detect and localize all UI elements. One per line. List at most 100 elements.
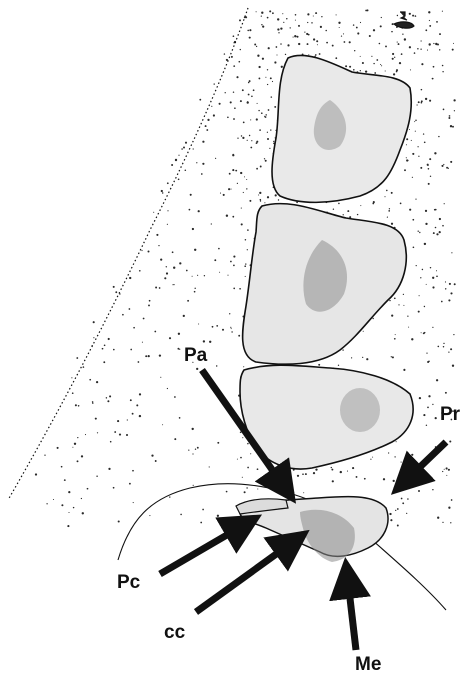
stipple-dot [445, 392, 447, 394]
stipple-dot [261, 12, 263, 14]
stipple-dot [404, 38, 406, 40]
stipple-dot [132, 470, 134, 472]
stipple-dot [444, 203, 445, 204]
stipple-dot [296, 36, 298, 38]
stipple-dot [277, 18, 279, 20]
stipple-dot [233, 288, 235, 290]
stipple-dot [197, 447, 199, 449]
stipple-dot [320, 26, 322, 28]
stipple-dot [448, 299, 450, 301]
stipple-dot [427, 407, 429, 409]
stipple-dot [77, 437, 78, 438]
stipple-dot [194, 291, 196, 293]
stipple-dot [370, 459, 371, 460]
stipple-dot [305, 473, 307, 475]
label-pr: Pr [440, 404, 461, 425]
stipple-dot [267, 69, 268, 70]
stipple-dot [193, 148, 194, 149]
stipple-dot [381, 17, 382, 18]
stipple-dot [71, 377, 72, 378]
stipple-dot [261, 16, 262, 17]
stipple-dot [205, 125, 207, 127]
stipple-dot [169, 496, 170, 497]
stipple-dot [423, 133, 424, 134]
stipple-dot [256, 118, 258, 120]
stipple-dot [267, 138, 269, 140]
stipple-dot [442, 71, 443, 72]
stipple-dot [180, 514, 182, 516]
stipple-dot [211, 106, 212, 107]
stipple-dot [273, 141, 274, 142]
stipple-dot [308, 54, 309, 55]
stipple-dot [143, 318, 145, 320]
stipple-dot [417, 146, 418, 147]
stipple-dot [443, 343, 444, 344]
stipple-dot [181, 148, 183, 150]
stipple-dot [436, 379, 438, 381]
stipple-dot [343, 214, 344, 215]
label-me: Me [355, 654, 381, 675]
stipple-dot [406, 138, 408, 140]
stipple-dot [230, 327, 231, 328]
stipple-dot [341, 36, 342, 37]
stipple-dot [407, 316, 408, 317]
stipple-dot [409, 13, 411, 15]
stipple-dot [298, 43, 300, 45]
stipple-dot [223, 194, 225, 196]
stipple-dot [267, 84, 268, 85]
stipple-dot [282, 13, 283, 14]
stipple-dot [352, 467, 354, 469]
stipple-dot [35, 473, 37, 475]
stipple-dot [233, 35, 235, 37]
stipple-dot [393, 73, 395, 75]
stipple-dot [57, 447, 59, 449]
stipple-dot [277, 28, 279, 30]
stipple-dot [412, 177, 413, 178]
stipple-dot [435, 417, 437, 419]
stipple-dot [439, 33, 441, 35]
stipple-dot [308, 34, 310, 36]
stipple-dot [416, 104, 417, 105]
stipple-dot [260, 200, 261, 201]
stipple-dot [401, 53, 403, 55]
stipple-dot [234, 107, 236, 109]
stipple-dot [379, 43, 381, 45]
stipple-dot [302, 473, 304, 475]
stipple-dot [132, 413, 134, 415]
stipple-dot [169, 337, 171, 339]
stipple-dot [307, 13, 309, 15]
stipple-dot [127, 419, 128, 420]
stipple-dot [452, 49, 454, 51]
stipple-dot [453, 43, 454, 44]
stipple-dot [449, 115, 451, 117]
stipple-dot [362, 62, 364, 64]
stipple-dot [276, 54, 277, 55]
stipple-dot [247, 140, 248, 141]
stipple-dot [313, 472, 315, 474]
stipple-dot [450, 292, 452, 294]
stipple-dot [159, 287, 161, 289]
stipple-dot [162, 424, 163, 425]
stipple-dot [429, 20, 430, 21]
stipple-dot [173, 284, 174, 285]
stipple-dot [198, 323, 199, 324]
stipple-dot [242, 477, 243, 478]
stipple-dot [451, 499, 453, 501]
stipple-dot [343, 33, 344, 34]
stipple-dot [265, 77, 266, 78]
stipple-dot [238, 335, 240, 337]
stipple-dot [225, 92, 226, 93]
stipple-dot [298, 25, 300, 27]
stipple-dot [179, 417, 181, 419]
stipple-dot [81, 455, 83, 457]
stipple-dot [304, 32, 305, 33]
stipple-dot [194, 249, 196, 251]
stipple-dot [403, 294, 404, 295]
stipple-dot [194, 288, 195, 289]
stipple-dot [398, 43, 400, 45]
stipple-dot [424, 141, 426, 143]
stipple-dot [245, 239, 247, 241]
stipple-dot [96, 475, 97, 476]
stipple-dot [376, 59, 378, 61]
